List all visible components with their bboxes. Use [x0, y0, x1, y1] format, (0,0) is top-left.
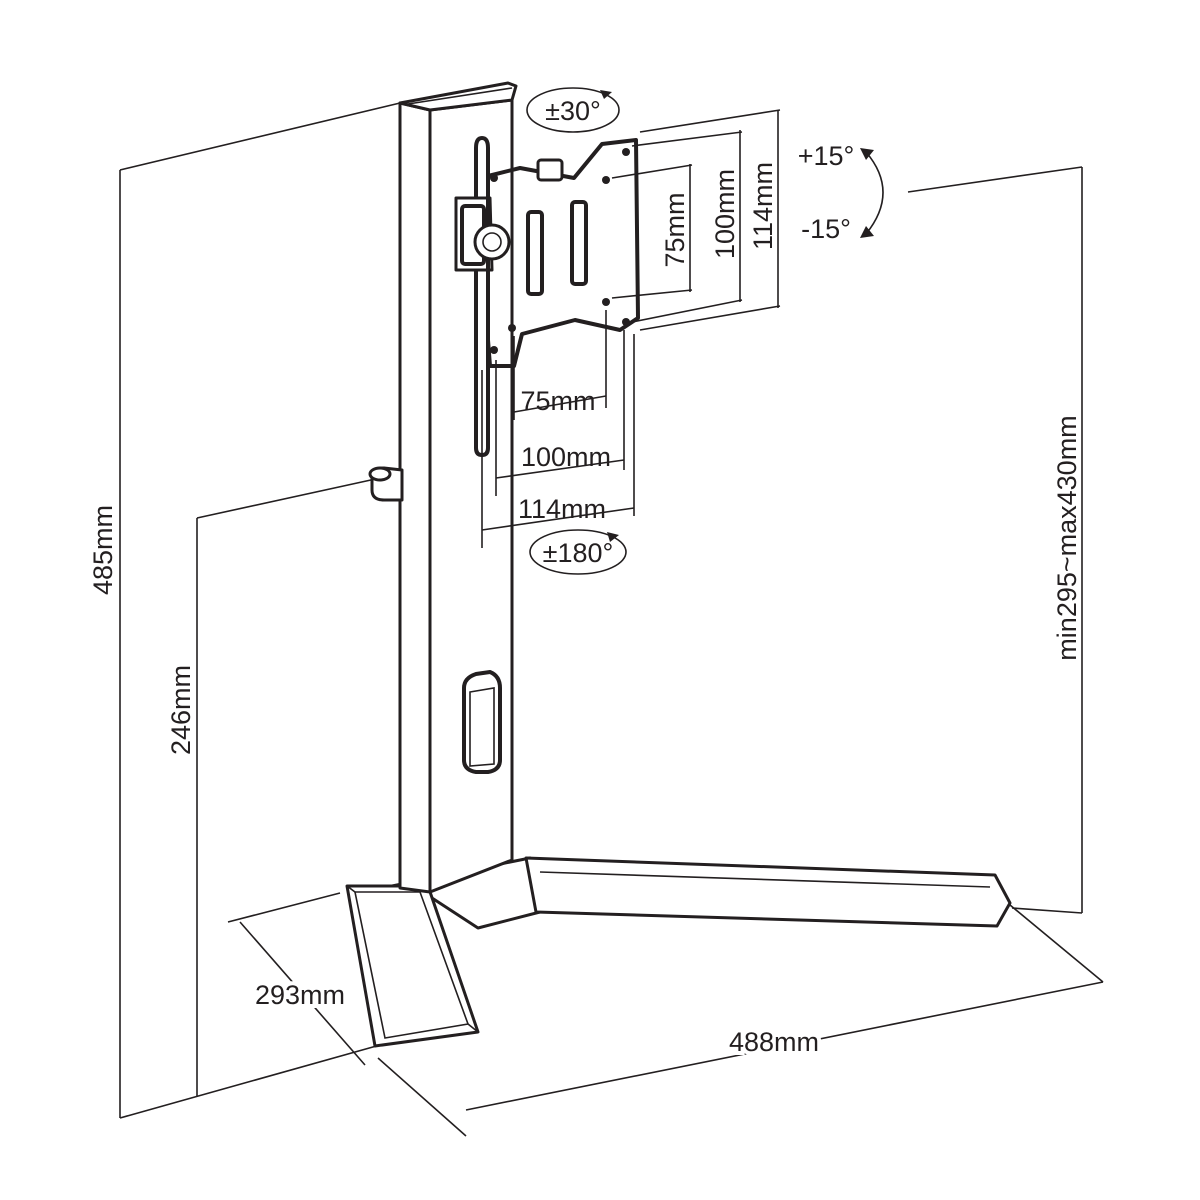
tilt-up-label: +15°	[798, 141, 855, 171]
dimension-lines	[119, 102, 1104, 1137]
foot-depth-label: 293mm	[255, 980, 345, 1010]
rotation-angle-label: ±180°	[543, 538, 614, 568]
vesa-plate	[454, 138, 640, 368]
vesa-v-100-label: 100mm	[710, 169, 740, 259]
vesa-horizontal-dimensions	[481, 310, 635, 548]
tilt-indicator	[860, 148, 884, 238]
vesa-v-114-label: 114mm	[748, 162, 778, 250]
total-height-label: 485mm	[88, 505, 118, 595]
rotation-indicator	[529, 529, 627, 575]
vesa-h-100-label: 100mm	[521, 442, 611, 472]
vesa-h-75-label: 75mm	[520, 386, 595, 416]
swivel-indicator	[526, 87, 620, 133]
vesa-vertical-dimensions	[611, 109, 781, 331]
vesa-h-114-label: 114mm	[518, 494, 606, 524]
swivel-angle-label: ±30°	[545, 96, 601, 126]
adjustable-height-label: min295~max430mm	[1052, 415, 1082, 660]
clamp-height-label: 246mm	[166, 665, 196, 755]
vesa-v-75-label: 75mm	[660, 192, 690, 267]
tilt-down-label: -15°	[801, 214, 851, 244]
foot-width-label: 488mm	[729, 1027, 819, 1057]
stand-body	[345, 81, 1012, 1048]
